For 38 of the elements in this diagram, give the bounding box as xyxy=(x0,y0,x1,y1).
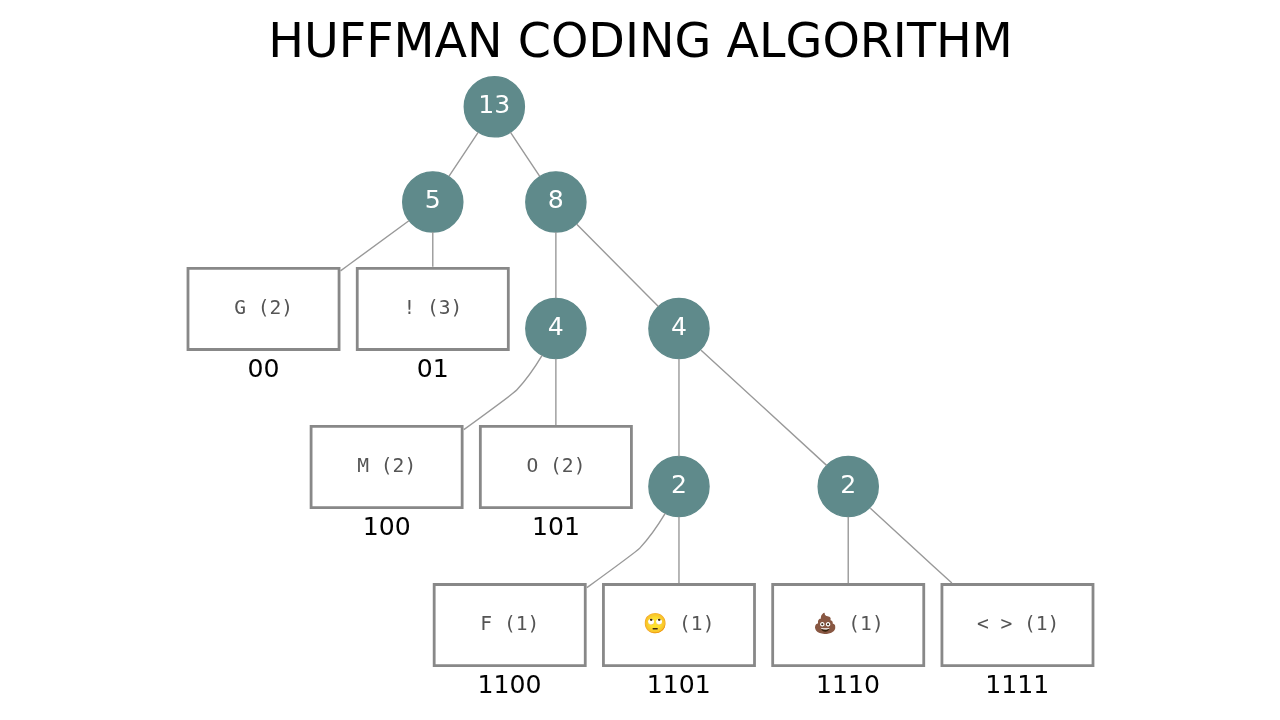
node-label: 01 xyxy=(416,353,449,383)
connector xyxy=(554,358,557,426)
node-label: 1101 xyxy=(646,669,711,699)
node-label: 1100 xyxy=(477,669,542,699)
node-box: G (2) xyxy=(186,267,340,351)
node-label: 1111 xyxy=(984,669,1049,699)
node-circle: 5 xyxy=(401,171,464,233)
node-circle: 2 xyxy=(647,455,710,518)
node-circle: 13 xyxy=(463,76,525,138)
node-circle: 2 xyxy=(816,455,879,518)
connector xyxy=(869,507,953,584)
node-box: 🙄 (1) xyxy=(601,583,756,668)
node-box: < > (1) xyxy=(940,583,1094,668)
connector xyxy=(431,231,433,268)
connector xyxy=(677,516,680,584)
node-circle: 4 xyxy=(647,297,710,360)
node-label: 1110 xyxy=(815,669,880,699)
node-box: ! (3) xyxy=(355,267,510,351)
connector xyxy=(447,131,479,177)
connector xyxy=(677,358,680,458)
node-circle: 4 xyxy=(524,297,587,360)
connector xyxy=(554,231,557,299)
connector xyxy=(509,131,540,177)
connector xyxy=(699,349,827,467)
node-box: M (2) xyxy=(309,425,464,509)
connector xyxy=(847,516,849,584)
node-box: F (1) xyxy=(432,583,587,668)
node-box: 💩 (1) xyxy=(770,583,925,668)
connector xyxy=(462,354,543,431)
connector xyxy=(585,512,666,589)
node-circle: 8 xyxy=(524,171,587,233)
connector xyxy=(575,223,659,308)
node-label: 00 xyxy=(246,353,279,383)
node-label: 100 xyxy=(362,511,411,541)
node-box: O (2) xyxy=(478,425,633,509)
node-label: 101 xyxy=(531,511,580,541)
connector xyxy=(339,220,410,272)
diagram-title: HUFFMAN CODING ALGORITHM xyxy=(267,13,1013,69)
